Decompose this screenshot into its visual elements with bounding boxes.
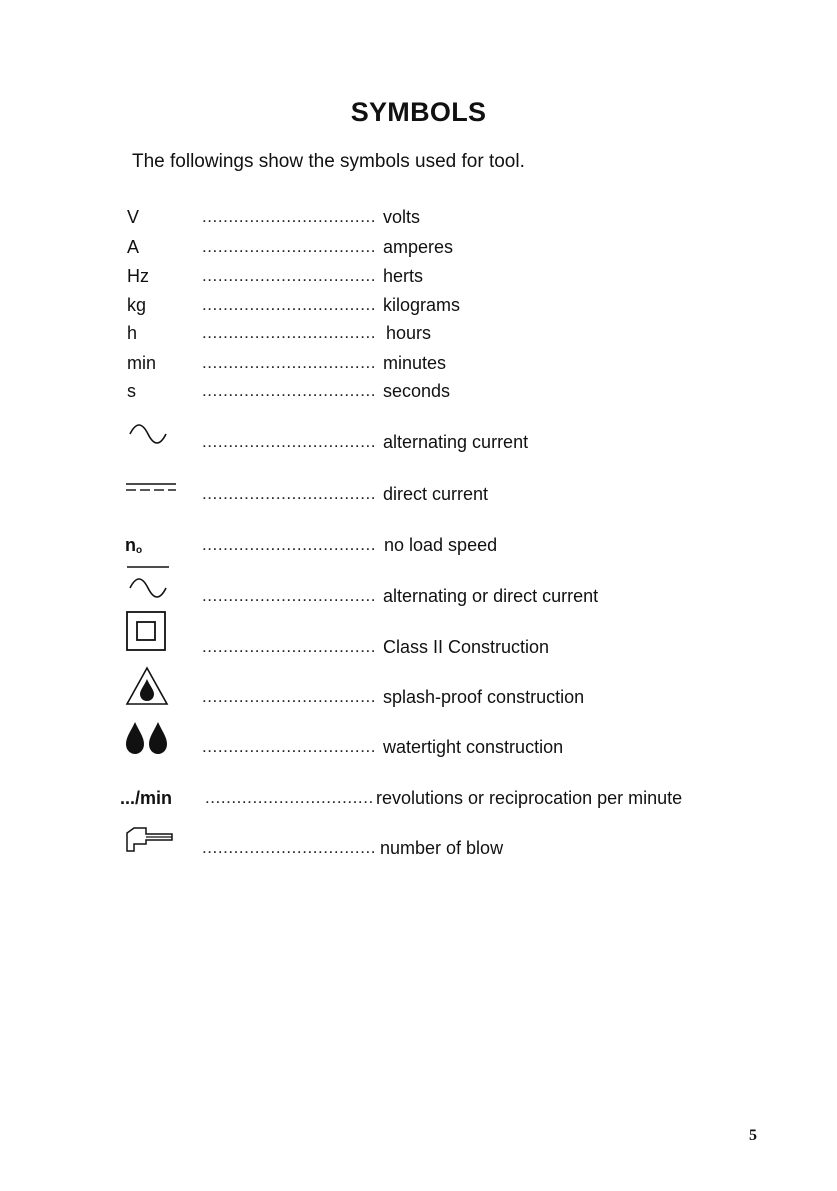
symbol-text: Hz xyxy=(127,266,149,286)
symbol-meaning: kilograms xyxy=(383,295,461,315)
symbol-meaning: seconds xyxy=(383,381,451,401)
symbol-row-seconds: s ................................. seco… xyxy=(0,381,837,411)
dot-leader: ................................. xyxy=(202,207,377,226)
dot-leader: ................................. xyxy=(202,353,377,372)
symbol-meaning: watertight construction xyxy=(383,737,564,757)
symbol-row-amperes: A ................................. ampe… xyxy=(0,237,837,267)
symbol-text: V xyxy=(127,207,140,227)
direct-current-icon xyxy=(126,483,176,491)
dot-leader: ................................. xyxy=(202,586,377,605)
symbol-meaning: volts xyxy=(383,207,421,227)
dot-leader: ................................. xyxy=(202,237,377,256)
symbol-meaning: alternating or direct current xyxy=(383,586,599,606)
symbol-row-kilograms: kg ................................. kil… xyxy=(0,295,837,325)
symbol-text: A xyxy=(127,237,140,257)
class-2-construction-icon xyxy=(126,611,166,651)
symbol-meaning: hours xyxy=(386,323,432,343)
intro-text: The followings show the symbols used for… xyxy=(132,151,525,172)
symbol-meaning: splash-proof construction xyxy=(383,687,585,707)
dot-leader: ................................. xyxy=(202,295,377,314)
dot-leader: ................................. xyxy=(202,637,377,656)
symbol-row-per-minute: .../min ................................… xyxy=(0,788,837,818)
symbol-meaning: direct current xyxy=(383,484,489,504)
symbol-text: kg xyxy=(127,295,147,315)
symbol-text: s xyxy=(127,381,136,401)
dot-leader: ................................. xyxy=(202,266,377,285)
dot-leader: ................................. xyxy=(202,535,377,554)
symbol-text: h xyxy=(127,323,138,343)
per-minute-symbol: .../min xyxy=(120,788,173,808)
symbol-row-ac-dc: ................................. altern… xyxy=(0,566,837,616)
symbol-meaning: Class II Construction xyxy=(383,637,550,657)
dot-leader: ................................. xyxy=(202,323,377,342)
symbol-meaning: herts xyxy=(383,266,424,286)
alternating-current-icon xyxy=(129,424,167,444)
symbol-row-no-load-speed: no ................................. no … xyxy=(0,535,837,565)
symbol-meaning: minutes xyxy=(383,353,447,373)
no-load-speed-symbol: no xyxy=(125,535,142,556)
symbol-meaning: no load speed xyxy=(384,535,498,555)
ac-dc-icon xyxy=(127,566,169,598)
dot-leader: ................................. xyxy=(202,381,377,400)
symbol-meaning: revolutions or reciprocation per minute xyxy=(376,788,683,808)
symbol-row-number-of-blow: ................................. number… xyxy=(0,827,837,868)
symbol-row-splash-proof: ................................. splash… xyxy=(0,666,837,717)
symbol-row-alternating-current: ................................. altern… xyxy=(0,424,837,462)
dot-leader: ................................. xyxy=(202,687,377,706)
splash-proof-icon xyxy=(125,666,169,705)
symbol-subscript: o xyxy=(136,545,143,556)
symbol-row-herts: Hz ................................. her… xyxy=(0,266,837,296)
symbol-text: min xyxy=(127,353,157,373)
dot-leader: ................................. xyxy=(202,838,377,857)
symbol-row-minutes: min ................................. mi… xyxy=(0,353,837,383)
page-title: SYMBOLS xyxy=(350,97,487,127)
watertight-icon xyxy=(126,722,167,754)
symbol-main: n xyxy=(125,535,136,555)
symbol-row-hours: h ................................. hour… xyxy=(0,323,837,353)
symbol-meaning: number of blow xyxy=(380,838,504,858)
symbol-row-volts: V ................................. volt… xyxy=(0,207,837,237)
dot-leader: ................................. xyxy=(202,737,377,756)
symbol-meaning: amperes xyxy=(383,237,454,257)
symbol-row-direct-current: ................................. direct… xyxy=(0,483,837,514)
symbol-meaning: alternating current xyxy=(383,432,529,452)
dot-leader: ................................. xyxy=(202,484,377,503)
dot-leader: ................................ xyxy=(205,788,374,807)
page-number: 5 xyxy=(749,1127,757,1144)
dot-leader: ................................. xyxy=(202,432,377,451)
number-of-blow-icon xyxy=(126,827,173,852)
symbol-row-class-ii: ................................. Class … xyxy=(0,611,837,667)
symbol-row-watertight: ................................. watert… xyxy=(0,722,837,767)
